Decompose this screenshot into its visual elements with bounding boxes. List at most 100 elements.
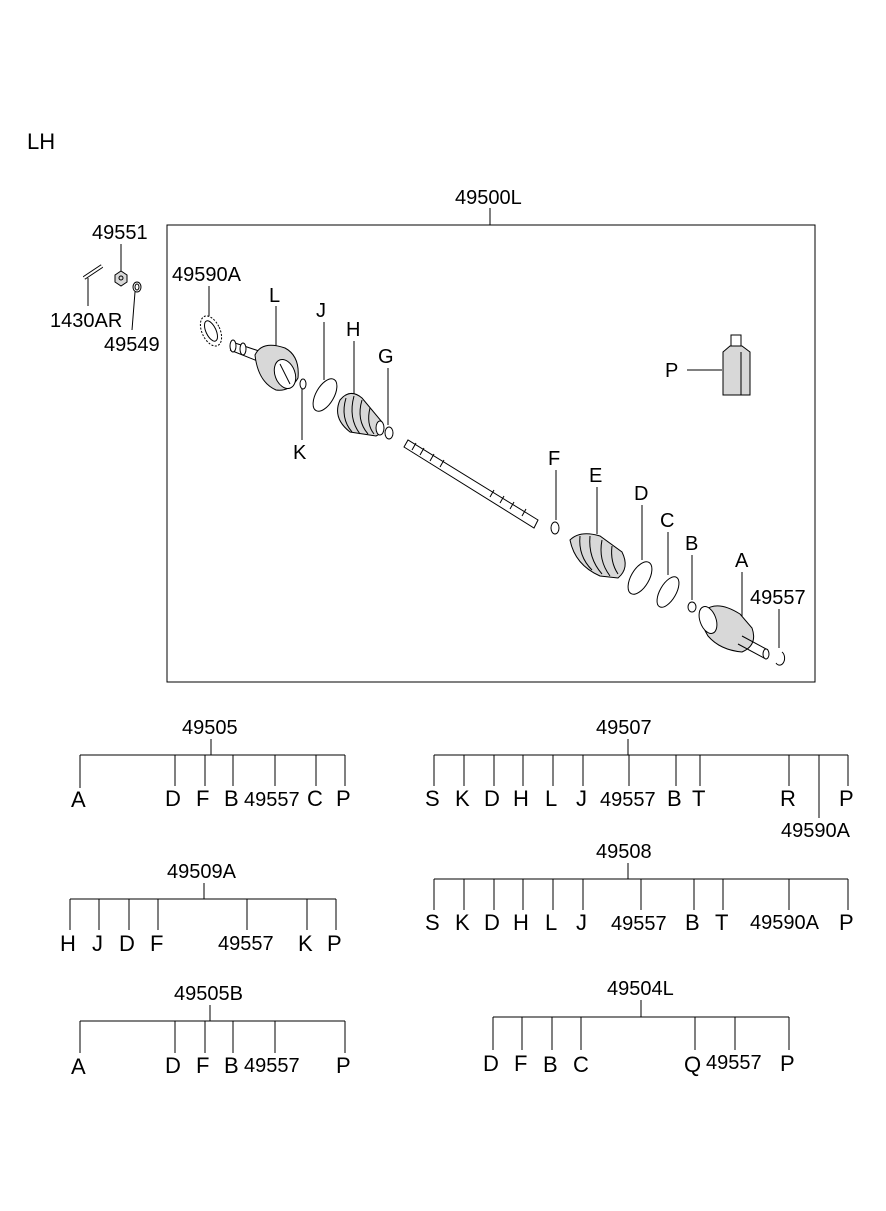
- kit-49505: 49505 A D F B 49557 C P: [71, 717, 351, 812]
- kit-item: T: [715, 910, 728, 935]
- kit-49505B: 49505B A D F B 49557 P: [71, 983, 351, 1079]
- kit-number: 49507: [596, 717, 652, 739]
- side-label: LH: [27, 129, 55, 154]
- kit-item: 49557: [244, 789, 300, 811]
- washer-49549: [132, 281, 142, 293]
- kit-item: L: [545, 910, 557, 935]
- clamp-F: [550, 521, 560, 535]
- kit-item: P: [839, 786, 854, 811]
- kit-item: 49557: [600, 789, 656, 811]
- kit-item: S: [425, 910, 440, 935]
- kit-49508: 49508 S K D H L J 49557 B T 49590A P: [425, 841, 854, 935]
- part-label-49551: 49551: [92, 222, 148, 244]
- kit-item: F: [514, 1051, 527, 1076]
- kit-item: 49590A: [750, 912, 820, 934]
- kit-item: F: [196, 786, 209, 811]
- kit-item: B: [543, 1052, 558, 1077]
- pin-1430AR: [82, 264, 104, 280]
- callout-B: B: [685, 533, 698, 555]
- kit-item: P: [780, 1051, 795, 1076]
- kit-item: D: [165, 786, 181, 811]
- inner-cv-joint-A: [698, 605, 770, 660]
- kit-49504L: 49504L D F B C Q 49557 P: [483, 978, 795, 1077]
- kit-item: 49590A: [781, 820, 851, 842]
- callout-E: E: [589, 465, 602, 487]
- kit-item: F: [196, 1053, 209, 1078]
- callout-C: C: [660, 510, 674, 532]
- kit-item: K: [298, 931, 313, 956]
- kit-item: T: [692, 786, 705, 811]
- kit-item: 49557: [611, 913, 667, 935]
- part-label-49549: 49549: [104, 334, 160, 356]
- callout-J: J: [316, 300, 326, 322]
- kit-item: 49557: [244, 1055, 300, 1077]
- callout-A: A: [735, 550, 749, 572]
- kit-item: S: [425, 786, 440, 811]
- callout-P: P: [665, 360, 678, 382]
- clamp-G: [384, 426, 394, 440]
- callout-K: K: [293, 442, 307, 464]
- callout-G: G: [378, 346, 394, 368]
- circlip-49557: [775, 651, 786, 666]
- kit-item: P: [839, 910, 854, 935]
- kit-49507: 49507 S K D H L J 49557 B T R 49590A P: [425, 717, 854, 842]
- outer-cv-joint-L: [229, 339, 299, 391]
- kit-item: H: [60, 931, 76, 956]
- clip-B: [687, 601, 697, 613]
- kit-item: L: [545, 786, 557, 811]
- kit-item: J: [576, 910, 587, 935]
- kit-item: 49557: [706, 1052, 762, 1074]
- kit-item: H: [513, 910, 529, 935]
- band-D: [627, 561, 653, 595]
- kit-item: C: [307, 786, 323, 811]
- kit-49509A: 49509A H J D F 49557 K P: [60, 861, 342, 956]
- main-assembly-number: 49500L: [455, 187, 522, 209]
- callout-F: F: [548, 448, 560, 470]
- kit-item: A: [71, 1054, 86, 1079]
- kit-item: C: [573, 1052, 589, 1077]
- kit-item: F: [150, 931, 163, 956]
- band-C: [656, 576, 680, 608]
- kit-item: D: [119, 931, 135, 956]
- kit-item: D: [484, 910, 500, 935]
- axle-shaft: [403, 439, 539, 529]
- kit-item: P: [336, 786, 351, 811]
- kit-item: J: [92, 931, 103, 956]
- grease-bottle-P: [722, 334, 751, 396]
- callout-D: D: [634, 483, 648, 505]
- kit-item: K: [455, 910, 470, 935]
- kit-item: R: [780, 786, 796, 811]
- kit-item: B: [667, 786, 682, 811]
- nut-49551: [114, 270, 128, 287]
- kit-item: D: [484, 786, 500, 811]
- kit-item: K: [455, 786, 470, 811]
- kit-number: 49505: [182, 717, 238, 739]
- part-label-1430AR: 1430AR: [50, 310, 122, 332]
- kit-item: J: [576, 786, 587, 811]
- callout-49590A: 49590A: [172, 264, 242, 286]
- kit-item: 49557: [218, 933, 274, 955]
- boot-H: [337, 393, 385, 437]
- kit-item: D: [483, 1051, 499, 1076]
- callout-H: H: [346, 319, 360, 341]
- kit-item: B: [224, 1053, 239, 1078]
- kit-item: B: [685, 910, 700, 935]
- boot-E: [569, 533, 626, 579]
- kit-item: D: [165, 1053, 181, 1078]
- kit-number: 49504L: [607, 978, 674, 1000]
- kit-number: 49508: [596, 841, 652, 863]
- callout-49557: 49557: [750, 587, 806, 609]
- assembly-frame: [166, 224, 816, 683]
- band-J: [312, 378, 338, 412]
- tone-wheel-49590A: [199, 315, 223, 347]
- kit-item: A: [71, 787, 86, 812]
- kit-item: B: [224, 786, 239, 811]
- kit-item: Q: [684, 1052, 701, 1077]
- clip-K: [299, 378, 307, 390]
- kit-number: 49505B: [174, 983, 243, 1005]
- kit-item: H: [513, 786, 529, 811]
- kit-item: P: [327, 931, 342, 956]
- kit-item: P: [336, 1053, 351, 1078]
